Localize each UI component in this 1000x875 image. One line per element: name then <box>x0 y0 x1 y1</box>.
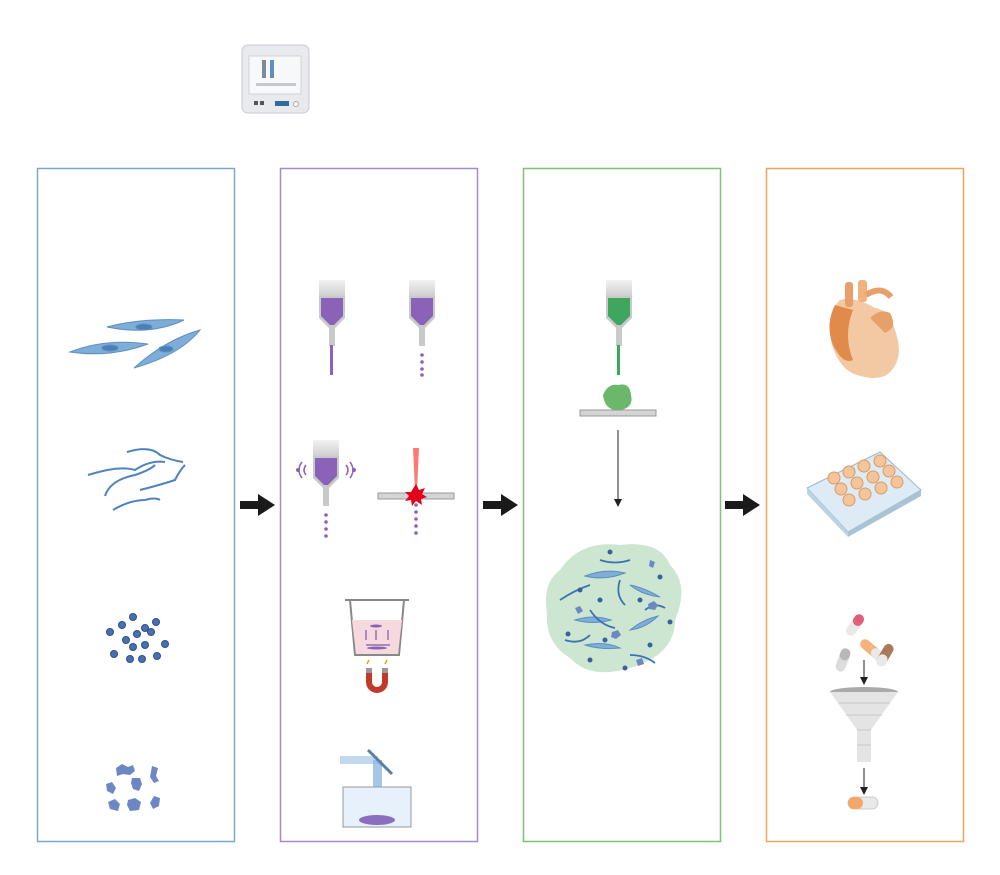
fibers-icon <box>87 448 186 511</box>
green-bioink-nozzle-icon <box>606 280 632 375</box>
drug-screening-funnel-icon <box>830 614 898 795</box>
laser-assisted-icon <box>377 448 455 535</box>
magnetic-bioprinting-icon <box>345 599 409 693</box>
pill-icon <box>847 796 879 810</box>
stereolithography-icon <box>340 748 412 828</box>
cells-icon <box>68 319 202 369</box>
extrusion-nozzle-icon <box>319 280 345 375</box>
materials-panel <box>36 167 236 843</box>
applications-panel <box>765 167 965 843</box>
flow-arrow <box>240 494 275 516</box>
well-plate-icon <box>806 451 922 537</box>
printed-construct-icon <box>579 384 657 507</box>
flow-arrow <box>725 494 760 516</box>
nanoparticles-icon <box>106 613 169 663</box>
tissue-construct-icon <box>545 544 682 673</box>
flow-arrow <box>483 494 518 516</box>
acoustic-nozzle-icon <box>296 440 356 538</box>
3d-bioprinter-icon <box>241 44 310 114</box>
inkjet-nozzle-icon <box>409 280 435 377</box>
construct-panel <box>522 167 722 843</box>
techniques-panel <box>279 167 479 843</box>
heart-icon <box>829 280 899 379</box>
proteins-icon <box>106 764 160 811</box>
